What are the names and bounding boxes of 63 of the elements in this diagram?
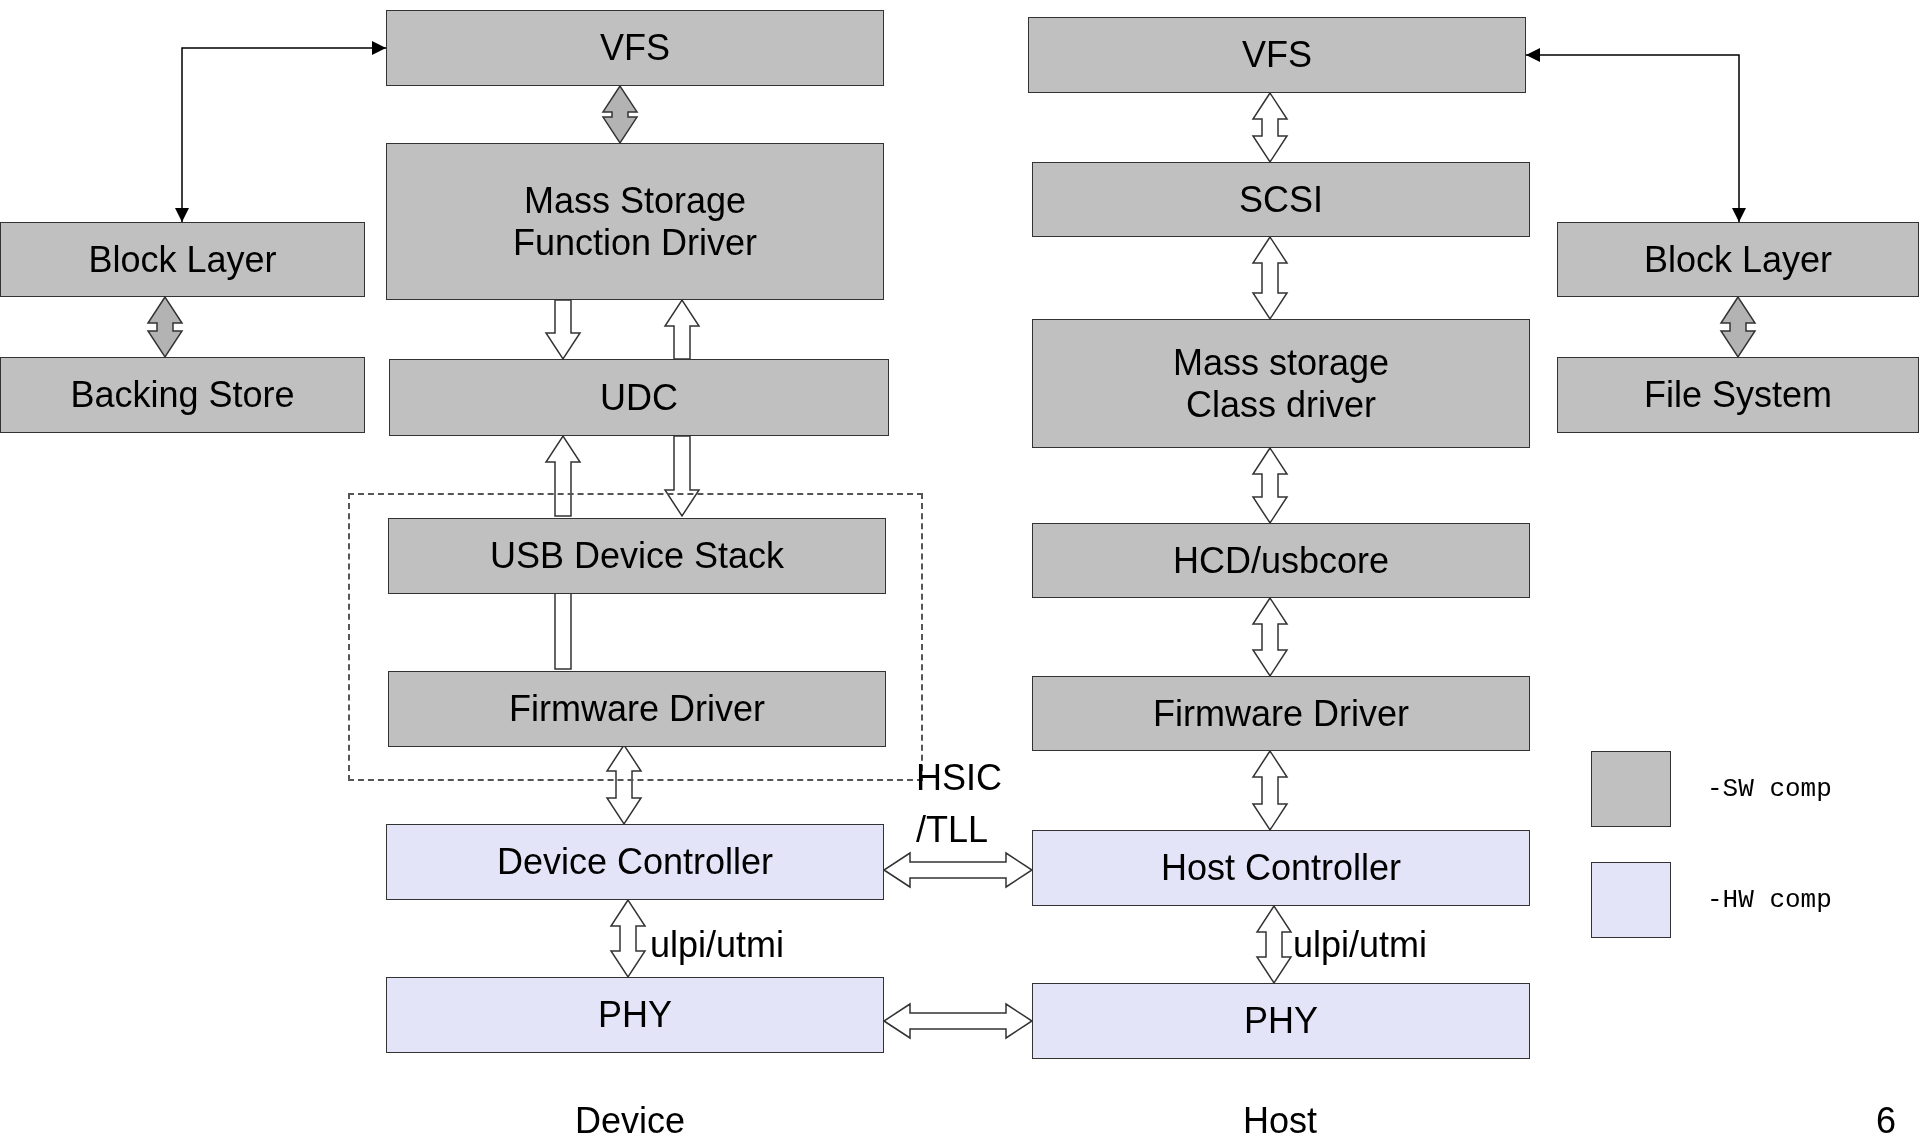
block-arrow	[1251, 235, 1289, 321]
box-label: Mass Storage Function Driver	[511, 179, 759, 264]
block-arrow	[544, 299, 582, 361]
block-arrow	[663, 435, 701, 518]
component-box	[388, 671, 886, 747]
box-label: USB Device Stack	[489, 535, 785, 577]
text-label: 6	[1875, 1100, 1897, 1142]
component-box	[1557, 222, 1919, 297]
text-label: ulpi/utmi	[650, 923, 786, 967]
component-box	[389, 359, 889, 436]
box-label: SCSI	[1239, 178, 1323, 221]
box-label: Firmware Driver	[509, 688, 765, 730]
box-label: Firmware Driver	[1153, 692, 1409, 735]
block-arrow	[1251, 596, 1289, 678]
box-label: VFS	[1242, 34, 1312, 76]
legend-label: -HW comp	[1707, 883, 1832, 917]
block-arrow	[609, 898, 647, 979]
box-label: Block Layer	[88, 238, 277, 281]
component-box	[1032, 162, 1530, 237]
component-box	[0, 357, 365, 433]
connector-arrow	[175, 41, 387, 223]
box-label: PHY	[598, 994, 672, 1036]
block-arrow	[1255, 904, 1293, 985]
component-box	[386, 824, 884, 900]
legend-label: -SW comp	[1707, 772, 1832, 806]
block-arrow	[882, 851, 1034, 889]
block-arrow	[1251, 749, 1289, 832]
box-label: File System	[1643, 374, 1832, 416]
block-arrow	[882, 1002, 1034, 1040]
box-label: VFS	[600, 27, 670, 69]
component-box	[0, 222, 365, 297]
block-arrow	[1251, 446, 1289, 525]
box-label: PHY	[1244, 1000, 1318, 1042]
component-box	[1032, 319, 1530, 448]
text-label: Host	[1242, 1100, 1318, 1142]
text-label: Device	[573, 1100, 686, 1142]
component-box	[1032, 830, 1530, 906]
component-box	[1032, 523, 1530, 598]
component-box	[386, 10, 884, 86]
component-box	[386, 977, 884, 1053]
component-box	[1032, 676, 1530, 751]
text-label: HSIC /TLL	[916, 756, 1003, 852]
box-label: Mass storage Class driver	[1171, 341, 1391, 426]
block-arrow	[1251, 91, 1289, 164]
block-arrow	[554, 591, 572, 670]
block-arrow	[663, 298, 701, 360]
box-label: Backing Store	[70, 374, 295, 416]
text-label: ulpi/utmi	[1293, 923, 1429, 967]
component-box	[1028, 17, 1526, 93]
component-box	[388, 518, 886, 594]
block-arrow	[601, 84, 639, 145]
box-label: Block Layer	[1643, 238, 1833, 281]
block-arrow	[544, 434, 582, 517]
box-label: HCD/usbcore	[1172, 539, 1390, 582]
block-arrow	[1719, 295, 1757, 359]
component-box	[1032, 983, 1530, 1059]
box-label: Host Controller	[1160, 847, 1402, 889]
block-arrow	[146, 295, 184, 359]
component-box	[386, 143, 884, 300]
box-label: Device Controller	[496, 841, 774, 883]
box-label: UDC	[600, 376, 678, 419]
connector-arrow	[1525, 48, 1746, 223]
component-box	[1557, 357, 1919, 433]
